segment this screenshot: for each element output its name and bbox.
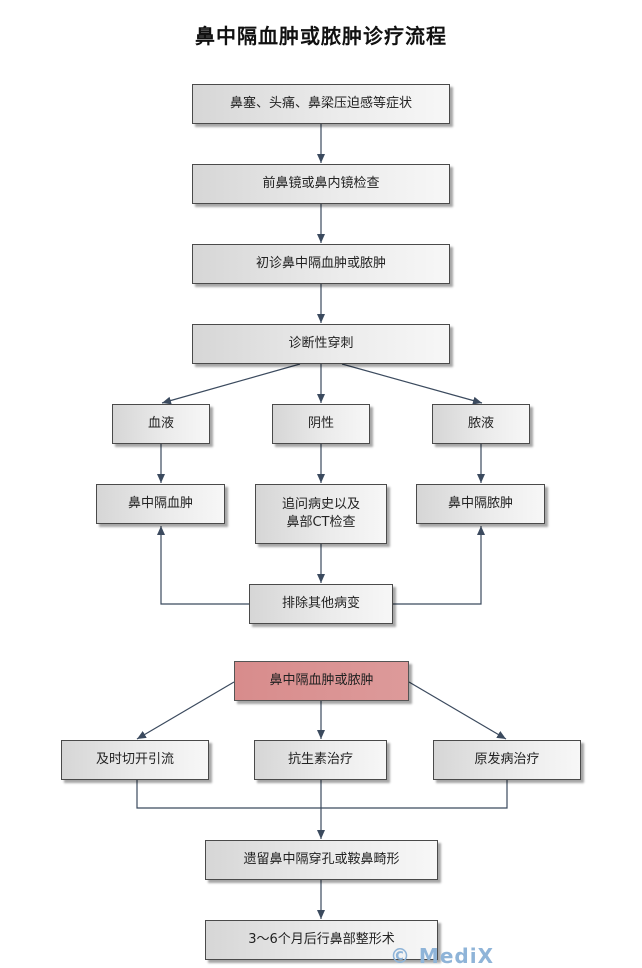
arrow-exclude-to-abscess: [393, 526, 485, 605]
node-pus: 脓液: [432, 404, 530, 444]
node-puncture: 诊断性穿刺: [192, 324, 450, 364]
arrow-puncture-to-pus: [341, 363, 483, 405]
history-ct-line1: 追问病史以及: [281, 497, 360, 512]
node-exclude: 排除其他病变: [249, 584, 393, 624]
node-initial-diagnosis: 初诊鼻中隔血肿或脓肿: [192, 244, 450, 284]
page-title: 鼻中隔血肿或脓肿诊疗流程: [195, 24, 447, 48]
history-ct-line2: 鼻部CT检查: [286, 515, 356, 530]
merge-line: [136, 780, 508, 809]
node-antibiotics: 抗生素治疗: [254, 740, 387, 780]
arrow-main-to-primary: [408, 681, 507, 740]
node-plastic-surgery: 3～6个月后行鼻部整形术: [205, 920, 438, 960]
arrow-puncture-to-blood: [161, 363, 301, 405]
node-negative: 阴性: [272, 404, 370, 444]
node-hematoma: 鼻中隔血肿: [96, 484, 225, 524]
arrow-exclude-to-hematoma: [157, 526, 249, 605]
node-sequelae: 遗留鼻中隔穿孔或鞍鼻畸形: [205, 840, 438, 880]
watermark: © MediX: [389, 944, 494, 968]
node-hematoma-or-abscess: 鼻中隔血肿或脓肿: [234, 661, 409, 701]
node-blood: 血液: [112, 404, 210, 444]
node-primary-treatment: 原发病治疗: [433, 740, 581, 780]
node-drainage: 及时切开引流: [61, 740, 209, 780]
arrow-main-to-drainage: [136, 681, 235, 740]
node-abscess: 鼻中隔脓肿: [416, 484, 545, 524]
node-history-ct: 追问病史以及 鼻部CT检查: [255, 484, 387, 544]
node-symptoms: 鼻塞、头痛、鼻梁压迫感等症状: [192, 84, 450, 124]
node-endoscopy: 前鼻镜或鼻内镜检查: [192, 164, 450, 204]
